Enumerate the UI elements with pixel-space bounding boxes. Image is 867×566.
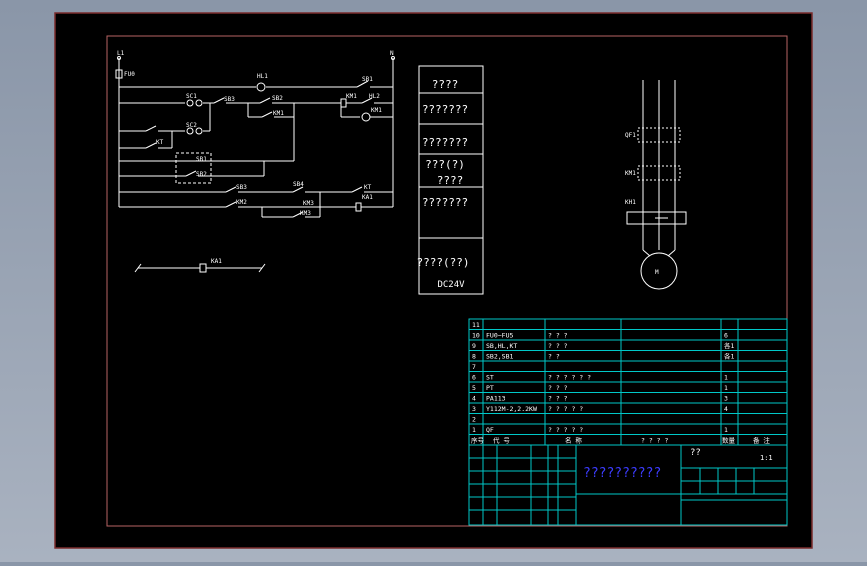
drawing-title: ?????????? bbox=[583, 466, 661, 481]
table-cell: ? ? bbox=[548, 353, 560, 361]
table-cell: 3 bbox=[472, 405, 476, 413]
function-label: ????(??) bbox=[417, 256, 470, 269]
table-cell: 9 bbox=[472, 342, 476, 350]
label-r2d: KM1 bbox=[346, 93, 357, 100]
table-cell: 2 bbox=[472, 416, 476, 424]
label-fuse: FU0 bbox=[124, 71, 135, 78]
table-cell: ? ? ? bbox=[548, 384, 568, 392]
table-cell: ? ? ? ? ? ? bbox=[548, 374, 591, 382]
table-cell: PA113 bbox=[486, 395, 506, 403]
function-label: ???? bbox=[432, 78, 459, 91]
label-r6b: SB2 bbox=[196, 171, 207, 178]
drawing-sheet bbox=[54, 12, 813, 549]
table-cell: ? ? ? bbox=[548, 342, 568, 350]
table-cell: 10 bbox=[472, 332, 480, 340]
schematic-labels: L1 N FU0 HL1 SB1 SC1 SB3 SB2 KM1 HL2 KM1… bbox=[117, 50, 394, 265]
label-r7b: SB4 bbox=[293, 181, 304, 188]
label-r7a: SB3 bbox=[236, 184, 247, 191]
table-header-cell: 名 称 bbox=[565, 436, 582, 445]
table-cell: ? ? ? ? ? bbox=[548, 405, 583, 413]
label-r2e: HL2 bbox=[369, 93, 380, 100]
table-cell: SB,HL,KT bbox=[486, 342, 517, 350]
material-field: ?? bbox=[690, 448, 701, 458]
scale-field: 1:1 bbox=[760, 454, 773, 462]
motor-label: KM1 bbox=[625, 170, 636, 177]
table-header-cell: 序号 bbox=[471, 436, 485, 445]
label-r8b: KM3 bbox=[303, 200, 314, 207]
label-r2e-b: KM1 bbox=[371, 107, 382, 114]
table-cell: QF bbox=[486, 426, 494, 434]
label-r7c: KT bbox=[364, 184, 372, 191]
table-header-cell: 代 号 bbox=[493, 436, 510, 445]
function-label: ???? bbox=[437, 174, 464, 187]
table-cell: 6 bbox=[472, 374, 476, 382]
function-label: ??????? bbox=[422, 103, 468, 116]
table-cell: 1 bbox=[472, 426, 476, 434]
label-r4a: SC2 bbox=[186, 122, 197, 129]
motor-circuit bbox=[626, 80, 687, 290]
table-header-cell: ? ? ? ? bbox=[641, 437, 668, 445]
table-cell: Y112M-2,2.2KW bbox=[486, 405, 537, 413]
table-cell: 4 bbox=[472, 395, 476, 403]
table-cell: 1 bbox=[724, 374, 728, 382]
title-block bbox=[468, 444, 788, 526]
motor-label: KH1 bbox=[625, 199, 636, 206]
table-cell: ? ? ? ? ? bbox=[548, 426, 583, 434]
table-cell: 3 bbox=[724, 395, 728, 403]
table-cell: 6 bbox=[724, 332, 728, 340]
table-cell: PT bbox=[486, 384, 494, 392]
label-l1: L1 bbox=[117, 50, 125, 57]
table-cell: 11 bbox=[472, 321, 480, 329]
table-cell: FU0~FU5 bbox=[486, 332, 513, 340]
label-n: N bbox=[390, 50, 394, 57]
label-r8a: KM2 bbox=[236, 199, 247, 206]
label-r7d: KA1 bbox=[362, 194, 373, 201]
function-label: ??????? bbox=[422, 136, 468, 149]
table-cell: 5 bbox=[472, 384, 476, 392]
table-cell: SB2,SB1 bbox=[486, 353, 513, 361]
table-cell: 8 bbox=[472, 353, 476, 361]
table-cell: ? ? ? bbox=[548, 395, 568, 403]
label-r2b: SB3 bbox=[224, 96, 235, 103]
label-r8c: KM3 bbox=[300, 210, 311, 217]
label-r2a: SC1 bbox=[186, 93, 197, 100]
table-cell: ? ? ? bbox=[548, 332, 568, 340]
table-cell: 1 bbox=[724, 426, 728, 434]
label-r3: KM1 bbox=[273, 110, 284, 117]
table-cell: 1 bbox=[724, 384, 728, 392]
label-r1-right: SB1 bbox=[362, 76, 373, 83]
label-r5: KT bbox=[156, 139, 164, 146]
function-label: DC24V bbox=[437, 280, 465, 290]
function-label: ???(?) bbox=[425, 158, 465, 171]
table-header-cell: 备 注 bbox=[753, 436, 770, 445]
function-label: ??????? bbox=[422, 196, 468, 209]
table-header-cell: 数量 bbox=[722, 436, 736, 445]
table-cell: 各1 bbox=[724, 341, 735, 350]
table-cell: 7 bbox=[472, 363, 476, 371]
motor-label: M bbox=[655, 269, 659, 276]
drawing-frame bbox=[106, 35, 788, 527]
table-cell: 4 bbox=[724, 405, 728, 413]
table-cell: ST bbox=[486, 374, 494, 382]
control-schematic bbox=[115, 56, 395, 273]
function-column: ???? ??????? ??????? ???(?) ???? ???????… bbox=[417, 65, 484, 295]
label-aux: KA1 bbox=[211, 258, 222, 265]
table-cell: 各1 bbox=[724, 352, 735, 361]
label-r2c: SB2 bbox=[272, 95, 283, 102]
label-r6a: SB1 bbox=[196, 156, 207, 163]
motor-label: QF1 bbox=[625, 132, 636, 139]
label-r1: HL1 bbox=[257, 73, 268, 80]
